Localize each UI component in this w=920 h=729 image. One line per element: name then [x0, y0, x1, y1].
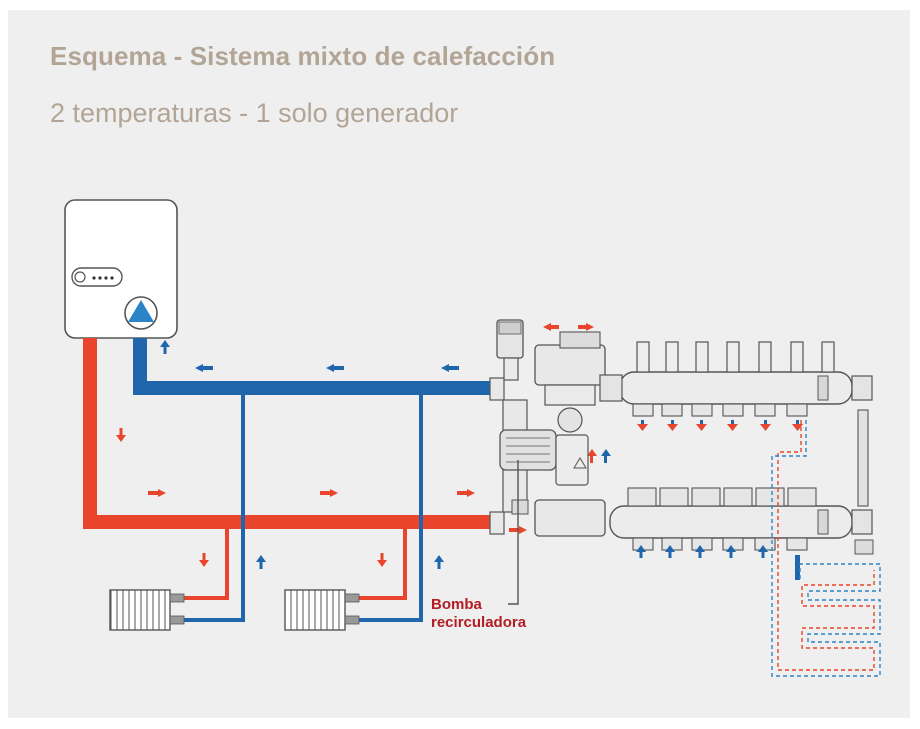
mixing-unit: [489, 319, 606, 537]
underfloor-coil-icon: [771, 420, 881, 677]
page-subtitle: 2 temperaturas - 1 solo generador: [50, 98, 459, 128]
manifold-icon: [599, 341, 873, 417]
pump-icon: [499, 429, 557, 471]
callout-line-2: recirculadora: [431, 614, 527, 631]
callout-line-1: Bomba: [431, 596, 482, 613]
pump-callout: Bomba recirculadora: [431, 460, 527, 631]
page-title: Esquema - Sistema mixto de calefacción: [50, 41, 556, 71]
boiler-pump-icon: [124, 296, 158, 330]
manifold-icon: [609, 409, 874, 555]
radiator-icon: [109, 589, 185, 631]
radiator-icon: [284, 589, 360, 631]
boiler-icon: [64, 199, 178, 339]
main-pipes: [83, 338, 500, 529]
radiator-branch-pipes: [183, 388, 423, 622]
flow-arrow-icon: [636, 420, 803, 580]
